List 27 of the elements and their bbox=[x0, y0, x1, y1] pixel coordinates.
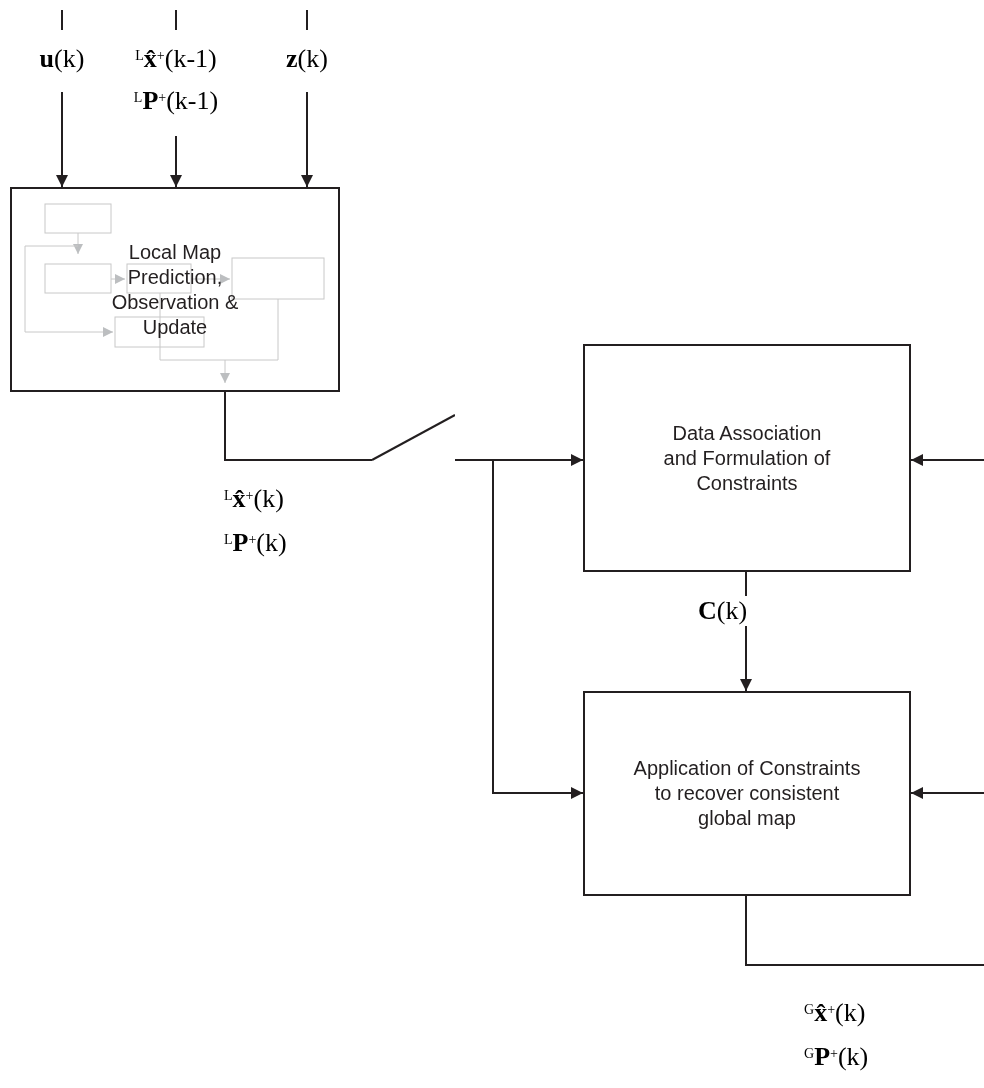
arrow bbox=[910, 454, 984, 466]
connector-line bbox=[745, 895, 984, 966]
math-symbol: u(k) bbox=[39, 44, 85, 74]
math-symbol: $^{L}$P$^{+}$(k-1) bbox=[133, 86, 219, 116]
arrow bbox=[301, 91, 313, 188]
math-symbol: $^{G}$x̂$^{+}$(k) bbox=[804, 998, 866, 1028]
connector-line bbox=[306, 9, 308, 31]
connector-line bbox=[224, 391, 373, 461]
process-box bbox=[10, 187, 340, 392]
math-symbol: $^{G}$P$^{+}$(k) bbox=[804, 1042, 869, 1072]
connector-line bbox=[61, 9, 63, 31]
process-box bbox=[583, 344, 911, 572]
arrow bbox=[56, 91, 68, 188]
connector-line bbox=[175, 9, 177, 31]
box-text: Application of Constraints to recover consistent global map bbox=[632, 756, 862, 831]
math-symbol: $^{L}$P$^{+}$(k) bbox=[224, 528, 287, 558]
math-symbol: $^{L}$x̂$^{+}$(k) bbox=[224, 484, 284, 514]
arrow bbox=[910, 787, 984, 799]
math-symbol: z(k) bbox=[286, 44, 328, 74]
box-text: Data Association and Formulation of Constraints bbox=[662, 420, 832, 496]
open-switch-symbol bbox=[372, 413, 455, 461]
box-text: Local Map Prediction, Observation & Update bbox=[110, 239, 240, 340]
process-box bbox=[583, 691, 911, 896]
arrow bbox=[454, 459, 584, 799]
edge-label: C(k) bbox=[698, 596, 748, 626]
math-symbol: $^{L}$x̂$^{+}$(k-1) bbox=[135, 44, 217, 74]
arrow bbox=[170, 135, 182, 188]
